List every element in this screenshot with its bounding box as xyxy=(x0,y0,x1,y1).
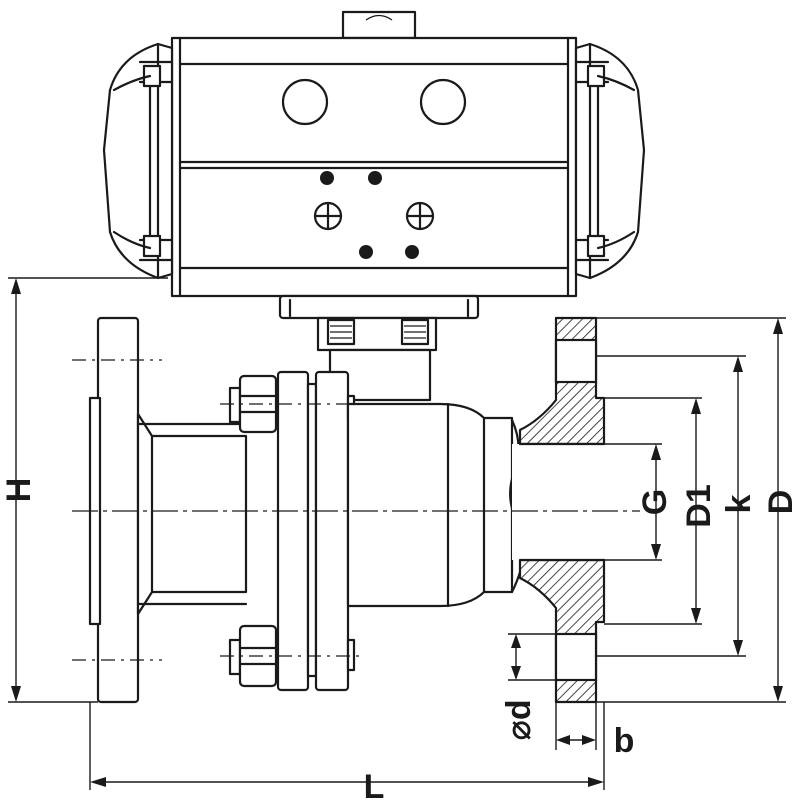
actuator-end-cap-left xyxy=(102,42,174,280)
port-circle-left xyxy=(281,78,329,126)
screw-icon xyxy=(313,201,343,231)
label-k: k xyxy=(720,494,758,513)
label-d1: D1 xyxy=(680,484,718,527)
screw-icon xyxy=(405,201,435,231)
left-flange xyxy=(96,316,140,704)
label-d: D xyxy=(762,490,795,515)
label-l: L xyxy=(364,768,385,800)
label-b: b xyxy=(614,722,635,760)
port-circle-right xyxy=(419,78,467,126)
dimension-lines xyxy=(8,277,786,790)
label-h: H xyxy=(0,478,38,503)
right-flange-section xyxy=(512,316,606,704)
label-g: G xyxy=(636,489,674,515)
pneumatic-actuator xyxy=(102,10,646,298)
label-bolt-hole-diameter: ⌀d xyxy=(500,699,538,740)
mounting-bracket xyxy=(278,294,480,402)
valve-body xyxy=(88,316,525,704)
actuator-end-cap-right xyxy=(574,42,646,280)
